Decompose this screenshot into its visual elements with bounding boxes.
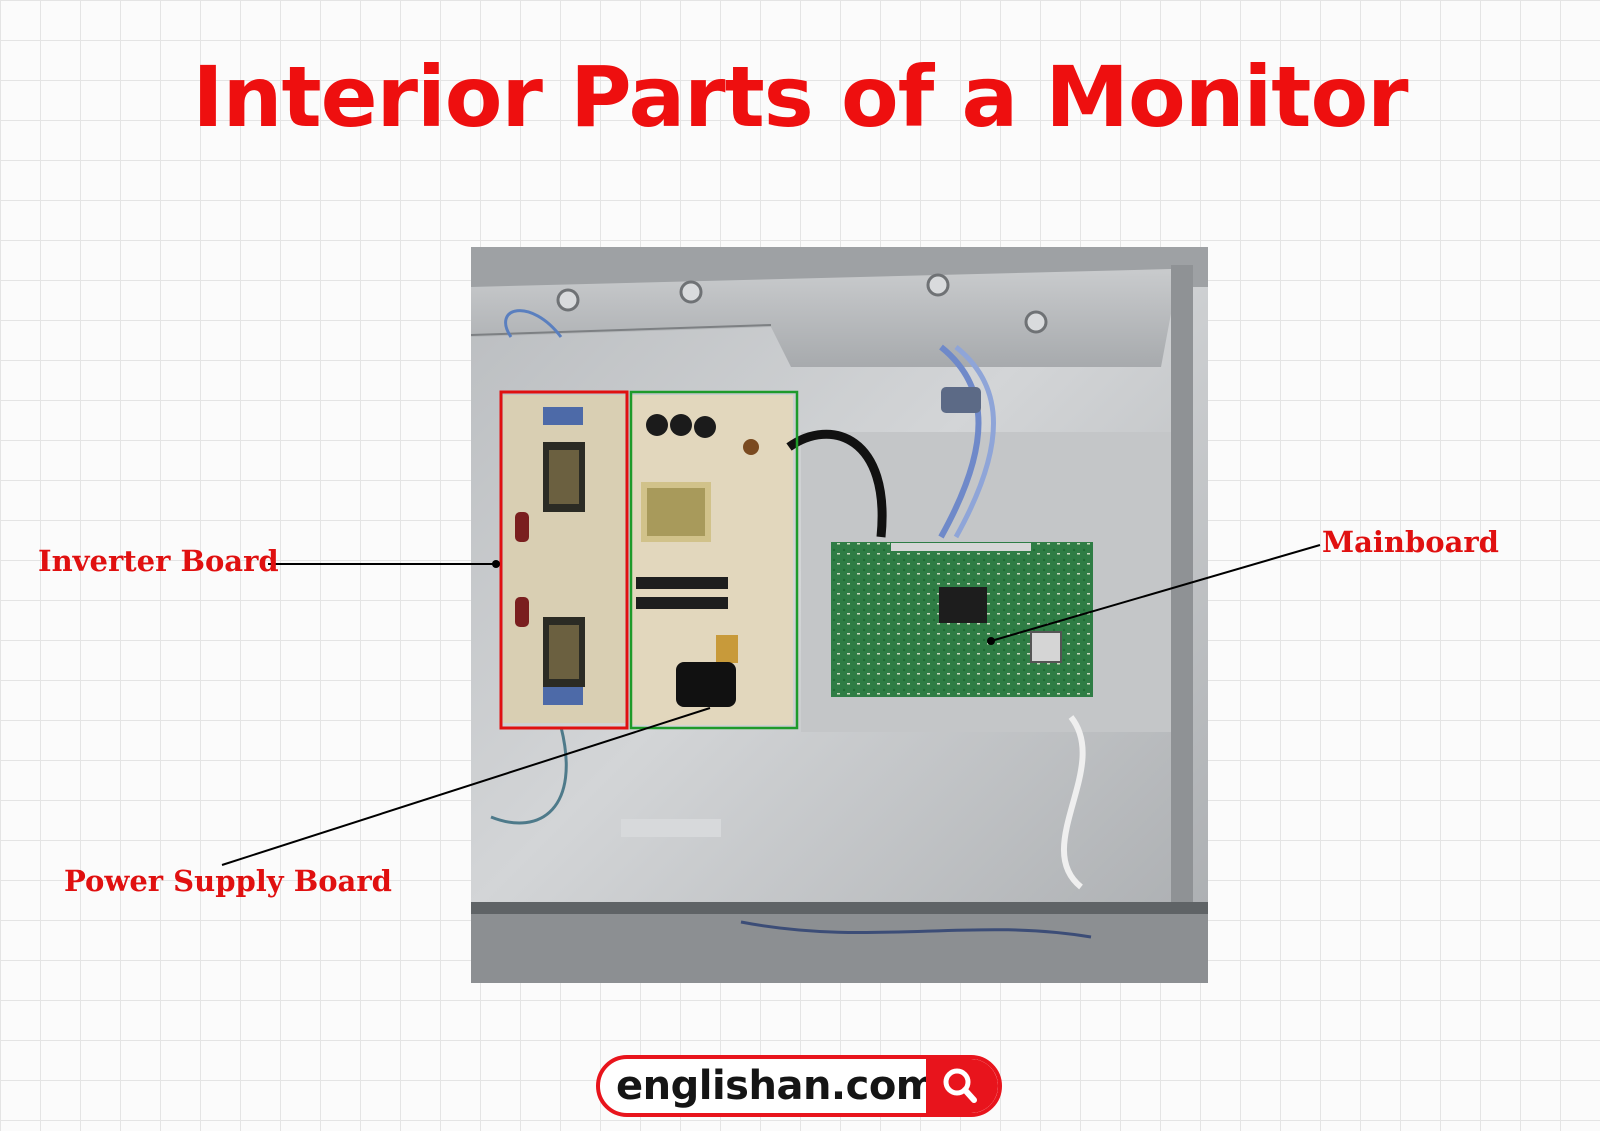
monitor-interior-photo — [471, 247, 1208, 983]
label-mainboard: Mainboard — [1322, 525, 1499, 559]
power-supply-highlight-box — [629, 390, 799, 730]
label-inverter-board: Inverter Board — [38, 544, 279, 578]
site-badge[interactable]: englishan.com — [596, 1055, 1002, 1117]
label-power-supply-board: Power Supply Board — [64, 864, 392, 898]
page-title: Interior Parts of a Monitor — [192, 48, 1408, 146]
site-url: englishan.com — [616, 1063, 937, 1109]
search-icon[interactable] — [926, 1059, 998, 1113]
